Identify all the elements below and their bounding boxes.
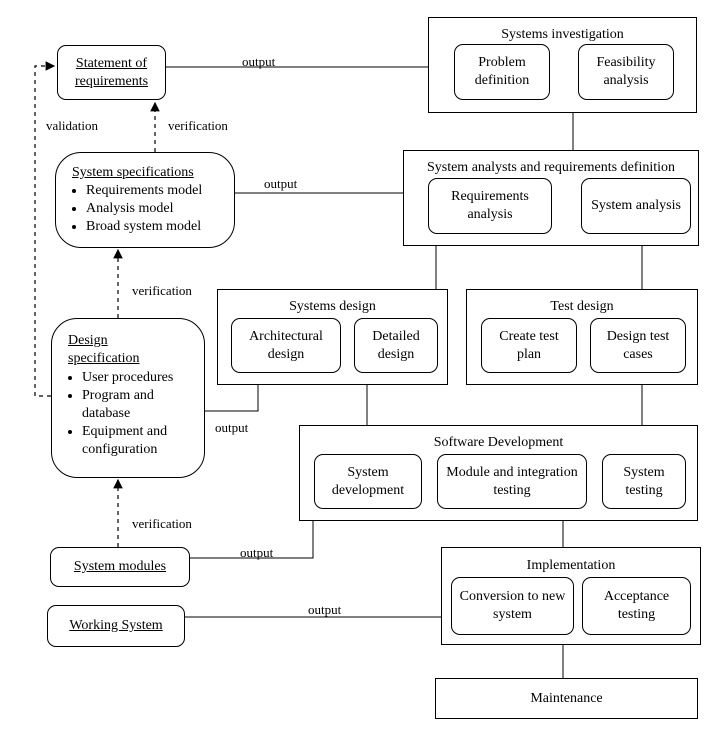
output-label: output (215, 420, 249, 435)
maintenance-title: Maintenance (530, 690, 603, 706)
software-development-title: Software Development (433, 435, 564, 450)
conversion-step: Conversion to new system (451, 577, 574, 635)
requirements-definition-phase: System analysts and requirements definit… (403, 150, 699, 246)
system-specifications-list: Requirements model Analysis model Broad … (72, 182, 202, 236)
statement-of-requirements-box: Statement of requirements (57, 45, 166, 100)
systems-investigation-title: Systems investigation (501, 27, 624, 42)
validation-label: validation (46, 118, 98, 133)
output-label: output (240, 545, 274, 560)
design-test-cases-step: Design test cases (590, 318, 686, 373)
system-specifications-box: System specifications Requirements model… (55, 152, 235, 248)
module-integration-testing-step: Module and integration testing (437, 454, 587, 509)
verification-label: verification (132, 283, 192, 298)
statement-of-requirements-label: Statement of requirements (74, 55, 149, 89)
list-item: Program and database (82, 387, 200, 423)
line-modules-to-development (190, 521, 314, 559)
feasibility-analysis-step: Feasibility analysis (578, 44, 674, 100)
design-specification-title-line1: Design (68, 333, 108, 348)
implementation-phase: Implementation Conversion to new system … (441, 547, 701, 645)
list-item: Equipment and configuration (82, 423, 200, 459)
list-item: Requirements model (86, 182, 202, 200)
system-analysis-step: System analysis (581, 178, 691, 234)
detailed-design-step: Detailed design (354, 318, 438, 373)
architectural-design-step: Architectural design (231, 318, 341, 373)
output-label: output (242, 54, 276, 69)
test-design-title: Test design (550, 299, 614, 314)
systems-design-title: Systems design (289, 299, 376, 314)
verification-label: verification (132, 516, 192, 531)
create-test-plan-step: Create test plan (481, 318, 577, 373)
requirements-definition-title: System analysts and requirements definit… (426, 160, 676, 175)
list-item: Broad system model (86, 218, 202, 236)
systems-investigation-phase: Systems investigation Problem definition… (428, 17, 697, 113)
problem-definition-step: Problem definition (454, 44, 550, 100)
system-specifications-title: System specifications (72, 165, 194, 180)
output-label: output (264, 176, 298, 191)
system-testing-step: System testing (602, 454, 686, 509)
maintenance-phase: Maintenance (435, 678, 698, 719)
software-development-phase: Software Development System development … (299, 425, 698, 521)
design-specification-title-line2: specification (68, 351, 140, 366)
system-modules-box: System modules (50, 547, 190, 587)
verification-label: verification (168, 118, 228, 133)
design-specification-list: User procedures Program and database Equ… (68, 369, 200, 459)
working-system-label: Working System (69, 618, 163, 633)
requirements-analysis-step: Requirements analysis (428, 178, 552, 234)
line-design-spec-to-systems-design (205, 385, 259, 412)
output-label: output (308, 602, 342, 617)
list-item: Analysis model (86, 200, 202, 218)
arrow-validation (34, 61, 56, 397)
system-development-step: System development (314, 454, 422, 509)
system-modules-label: System modules (73, 559, 167, 574)
acceptance-testing-step: Acceptance testing (582, 577, 691, 635)
list-item: User procedures (82, 369, 200, 387)
working-system-box: Working System (47, 605, 185, 647)
design-specification-box: Design specification User procedures Pro… (51, 318, 205, 478)
test-design-phase: Test design Create test plan Design test… (466, 289, 698, 385)
systems-design-phase: Systems design Architectural design Deta… (217, 289, 448, 385)
implementation-title: Implementation (526, 558, 616, 573)
